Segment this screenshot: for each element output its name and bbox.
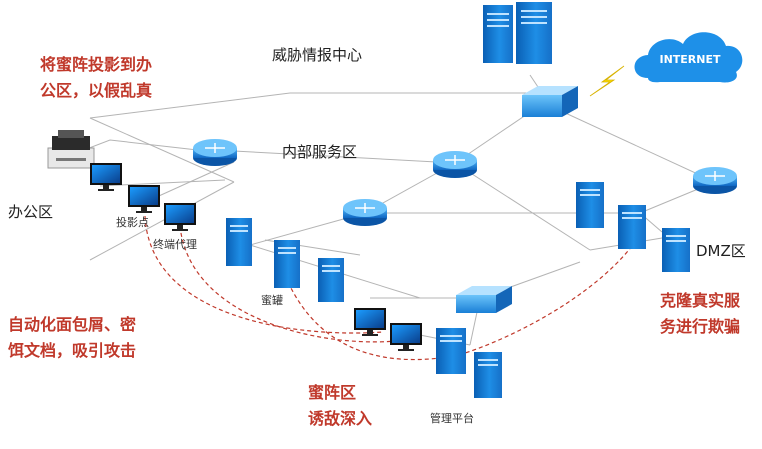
monitor-icon: [354, 308, 386, 336]
server-icon: [318, 258, 344, 302]
dmz-clone-callout: 克隆真实服 务进行欺骗: [660, 291, 741, 336]
office-zone-label: 办公区: [8, 203, 54, 221]
server-icon: [474, 352, 502, 398]
mgmt-platform-label: 管理平台: [430, 412, 474, 425]
threat-center-label: 威胁情报中心: [272, 46, 363, 64]
monitor-icon: [128, 185, 160, 213]
switch-icon: [456, 286, 512, 313]
server-icon: [576, 182, 604, 228]
router-icon: [193, 139, 237, 166]
honeypot-label: 蜜罐: [261, 294, 283, 307]
honey-zone-callout: 蜜阵区 诱敌深入: [308, 383, 373, 428]
server-icon: [436, 328, 466, 374]
dmz-zone-label: DMZ区: [696, 242, 746, 260]
lightning-icon: [589, 65, 625, 97]
office-projection-callout: 将蜜阵投影到办 公区，以假乱真: [40, 55, 153, 100]
projection-point-label: 投影点: [116, 216, 149, 229]
server-icon: [618, 205, 646, 249]
server-icon: [274, 240, 300, 288]
internet-label: INTERNET: [659, 53, 721, 66]
router-icon: [343, 199, 387, 226]
router-icon: [433, 151, 477, 178]
auto-bait-callout: 自动化面包屑、密 饵文档，吸引攻击: [8, 315, 137, 360]
internal-zone-label: 内部服务区: [282, 143, 358, 161]
printer-icon: [47, 130, 95, 169]
switch-icon: [522, 86, 578, 117]
server-icon: [226, 218, 252, 266]
monitor-icon: [90, 163, 122, 191]
cloud-icon: INTERNET: [634, 32, 743, 83]
monitor-icon: [164, 203, 196, 231]
server-icon: [662, 228, 690, 272]
server-icon: [516, 2, 552, 64]
server-icon: [483, 5, 513, 63]
monitor-icon: [390, 323, 422, 351]
deception-paths: [144, 215, 633, 361]
terminal-proxy-label: 终端代理: [153, 238, 197, 251]
router-icon: [693, 167, 737, 194]
